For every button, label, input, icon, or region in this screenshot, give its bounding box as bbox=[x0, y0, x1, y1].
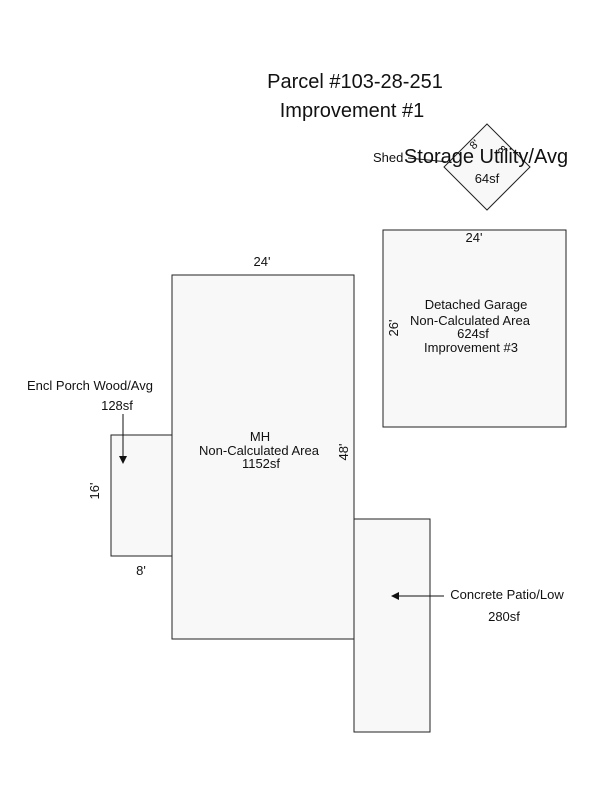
mh-name: MH bbox=[250, 429, 270, 444]
garage-area: 624sf bbox=[457, 326, 489, 341]
garage-name: Detached Garage bbox=[425, 297, 528, 312]
mh-shape bbox=[171, 274, 355, 640]
mh-width-dim: 24' bbox=[254, 254, 271, 269]
porch-area: 128sf bbox=[101, 398, 133, 413]
porch-width-dim: 8' bbox=[136, 563, 146, 578]
parcel-title: Parcel #103-28-251 bbox=[267, 71, 443, 93]
improvement-title: Improvement #1 bbox=[280, 100, 425, 122]
shed-area: 64sf bbox=[475, 171, 500, 186]
garage-type: Non-Calculated Area bbox=[410, 313, 531, 328]
porch-name: Encl Porch Wood/Avg bbox=[27, 378, 153, 393]
porch-depth-dim: 16' bbox=[87, 483, 102, 500]
garage-shape bbox=[382, 229, 567, 428]
porch-shape bbox=[110, 434, 173, 557]
garage-depth-dim: 26' bbox=[386, 320, 401, 337]
patio-area: 280sf bbox=[488, 609, 520, 624]
garage-width-dim: 24' bbox=[466, 230, 483, 245]
shed-leader-line bbox=[407, 157, 449, 163]
patio-name: Concrete Patio/Low bbox=[450, 587, 564, 602]
patio-shape bbox=[353, 518, 431, 733]
shed-shape bbox=[443, 123, 531, 211]
shed-name: Storage Utility/Avg bbox=[404, 146, 568, 168]
mh-type: Non-Calculated Area bbox=[199, 443, 320, 458]
garage-improvement: Improvement #3 bbox=[424, 340, 518, 355]
mh-depth-dim: 48' bbox=[336, 444, 351, 461]
shed-tag: Shed bbox=[373, 150, 403, 165]
mh-area: 1152sf bbox=[242, 456, 280, 471]
